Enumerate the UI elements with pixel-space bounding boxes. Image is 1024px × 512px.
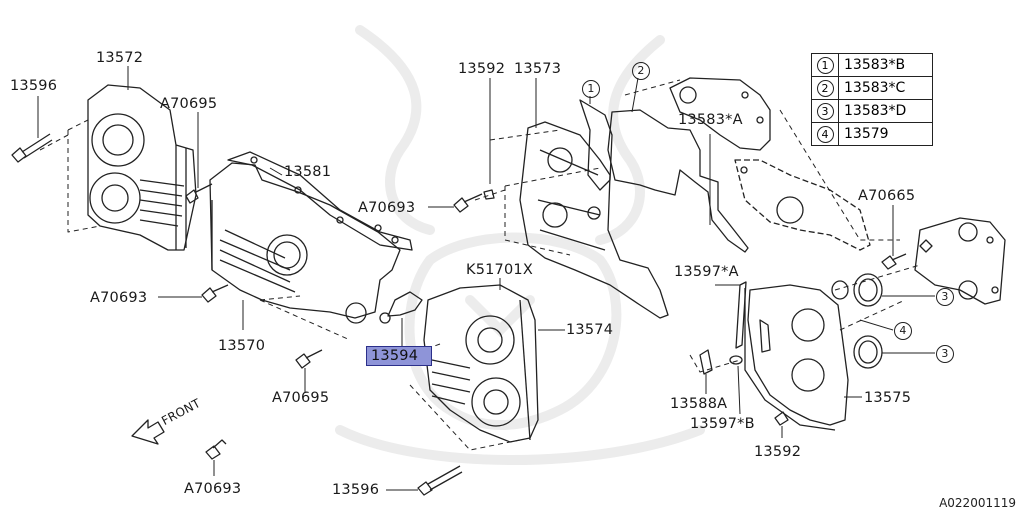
seal-ring-3a — [853, 273, 883, 307]
label-A70695-bottom: A70695 — [272, 390, 330, 406]
bolt-A70693-left — [201, 284, 229, 303]
legend-row: 4 13579 — [812, 123, 932, 145]
label-13588a: 13588A — [670, 396, 728, 412]
clip-13588a — [699, 349, 713, 375]
bolt-A70695-bottom — [295, 349, 323, 369]
label-13596-bottom: 13596 — [332, 482, 380, 498]
legend-code: 13583*B — [844, 57, 906, 73]
bolt-A70693-bottom — [205, 439, 227, 460]
label-13592-top: 13592 — [458, 61, 506, 77]
label-A70693-bottom: A70693 — [184, 481, 242, 497]
label-13594-highlighted[interactable]: 13594 — [366, 346, 432, 366]
circle-label-4-text: 4 — [899, 324, 907, 337]
bolt-A70665 — [881, 239, 933, 270]
label-13596-top: 13596 — [10, 78, 58, 94]
label-13597-a: 13597*A — [674, 264, 739, 280]
bolt-A70695-top — [185, 183, 213, 204]
watermark-emblem — [335, 25, 705, 465]
cover-13575 — [744, 284, 849, 431]
legend-num-cell: 1 — [812, 54, 839, 76]
circle-label-1: 1 — [582, 80, 600, 98]
circle-label-1-text: 1 — [587, 82, 595, 95]
circle-label-3a-text: 3 — [941, 290, 949, 303]
label-A70665: A70665 — [858, 188, 916, 204]
label-13574: 13574 — [566, 322, 614, 338]
circle-label-3b: 3 — [936, 345, 954, 363]
label-13592-bottom: 13592 — [754, 444, 802, 460]
legend-code: 13583*C — [844, 80, 906, 96]
label-13597-b: 13597*B — [690, 416, 755, 432]
legend-code: 13579 — [844, 126, 889, 142]
legend-num-cell: 4 — [812, 123, 839, 145]
parts-legend: 1 13583*B 2 13583*C 3 13583*D 4 13579 — [811, 53, 933, 146]
circle-label-3a: 3 — [936, 288, 954, 306]
legend-circle: 2 — [816, 79, 834, 97]
seal-ring-3b — [853, 335, 883, 369]
bolt-13592-right — [774, 411, 789, 426]
bolt-13596-bottom — [417, 465, 463, 496]
label-13572: 13572 — [96, 50, 144, 66]
label-13575: 13575 — [864, 390, 912, 406]
diagram-reference-code: A022001119 — [939, 496, 1016, 510]
seal-13594 — [379, 291, 423, 324]
label-13581: 13581 — [284, 164, 332, 180]
bolt-A70693-mid — [453, 189, 495, 213]
legend-circle: 1 — [816, 56, 834, 74]
circle-label-2: 2 — [632, 62, 650, 80]
cam-housing-right — [914, 217, 1006, 305]
legend-num-cell: 3 — [812, 100, 839, 122]
bolt-13596-top — [11, 133, 53, 163]
cover-13570 — [209, 162, 401, 324]
engine-block-sketch — [669, 77, 871, 251]
gasket-13583-b — [579, 99, 613, 191]
gasket-13583-c — [607, 109, 749, 253]
washer-13597-b — [729, 355, 743, 365]
legend-num-cell: 2 — [812, 77, 839, 99]
front-arrow-icon — [131, 419, 165, 445]
projection-lines — [39, 79, 921, 451]
gasket-13597-a — [735, 281, 747, 349]
circle-label-4: 4 — [894, 322, 912, 340]
circle-label-3b-text: 3 — [941, 347, 949, 360]
leader-lines — [37, 66, 935, 491]
gasket-13581 — [227, 151, 413, 251]
legend-row: 2 13583*C — [812, 77, 932, 100]
legend-row: 1 13583*B — [812, 54, 932, 77]
bracket-right — [759, 319, 771, 353]
label-K51701X: K51701X — [466, 262, 533, 278]
legend-circle: 4 — [816, 125, 834, 143]
legend-circle: 3 — [816, 102, 834, 120]
legend-code: 13583*D — [844, 103, 907, 119]
label-A70693-left: A70693 — [90, 290, 148, 306]
label-13573: 13573 — [514, 61, 562, 77]
label-A70695-top: A70695 — [160, 96, 218, 112]
label-13570: 13570 — [218, 338, 266, 354]
o-ring-4 — [831, 280, 849, 300]
circle-label-2-text: 2 — [637, 64, 645, 77]
label-A70693-mid: A70693 — [358, 200, 416, 216]
plate-13573 — [519, 121, 669, 319]
label-13583-a: 13583*A — [678, 112, 743, 128]
legend-row: 3 13583*D — [812, 100, 932, 123]
